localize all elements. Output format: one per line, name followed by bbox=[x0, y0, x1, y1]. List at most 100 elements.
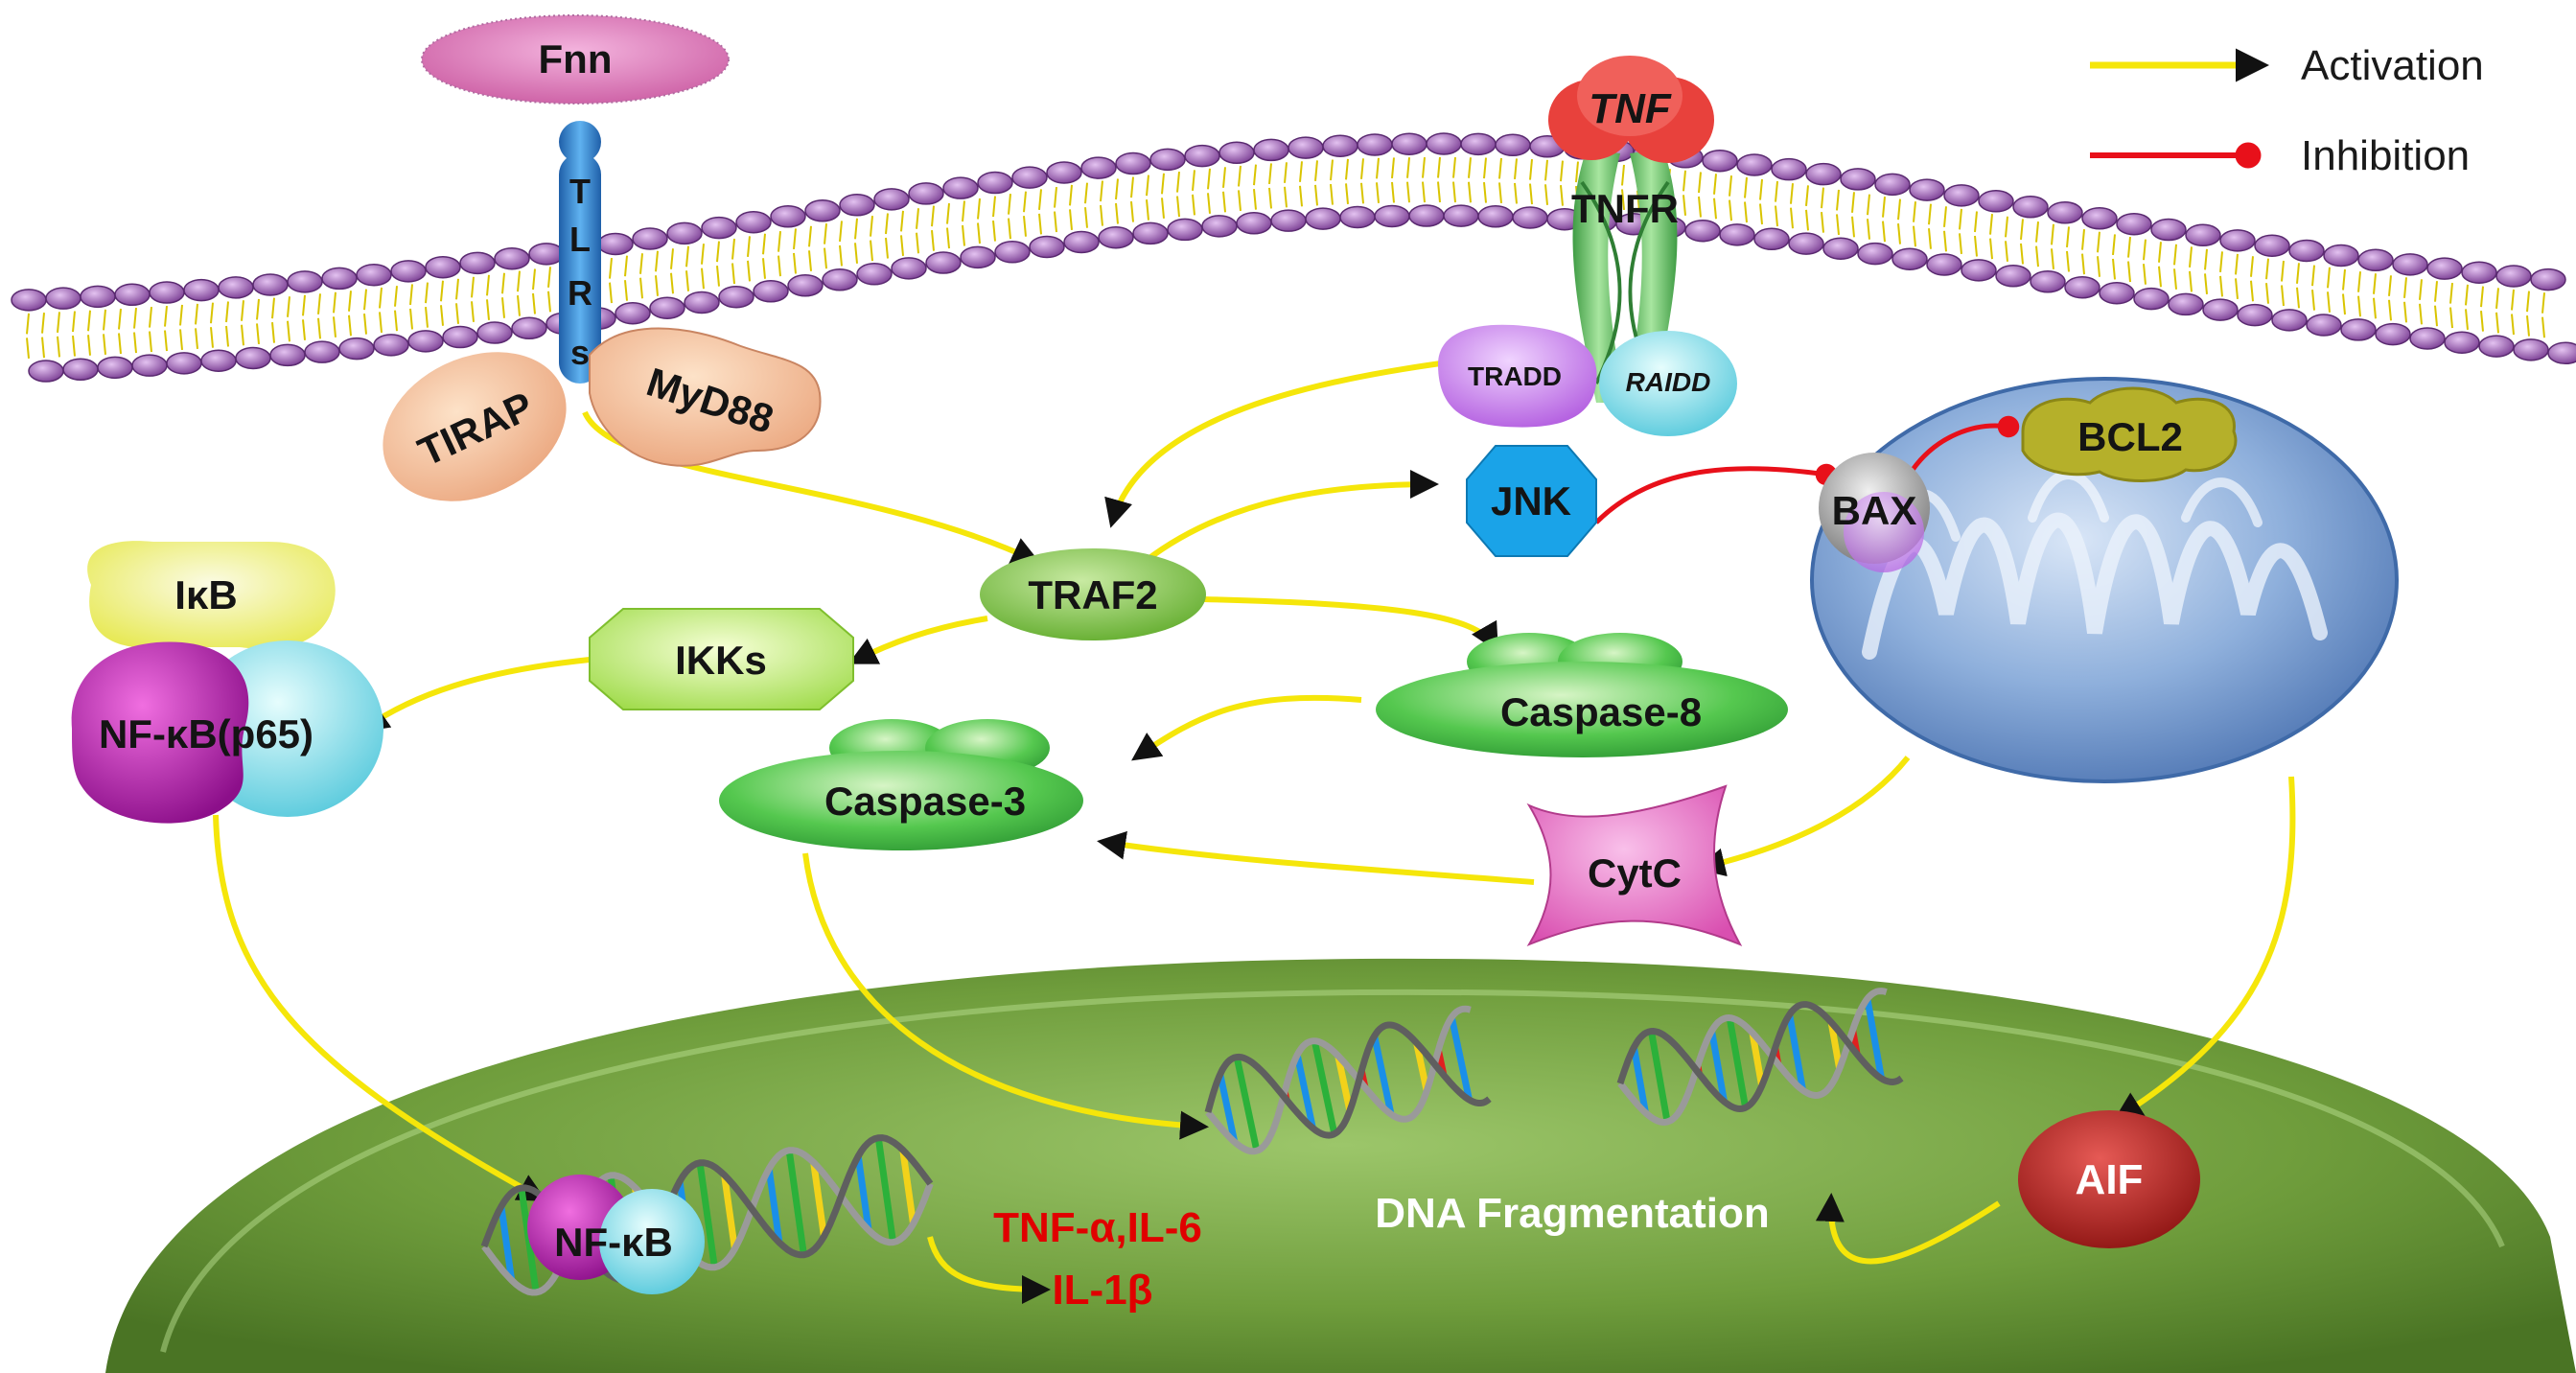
lipid-tail bbox=[2419, 279, 2423, 300]
dna-base-pair bbox=[1864, 998, 1885, 1080]
lipid-tail bbox=[1698, 172, 1702, 194]
lipid-head bbox=[649, 296, 685, 319]
lipid-head bbox=[200, 349, 237, 373]
dna-base-pair bbox=[785, 1150, 807, 1256]
arrow-dna-cytokines bbox=[927, 1236, 1051, 1304]
nucleus bbox=[105, 958, 2576, 1373]
lipid-tail bbox=[1913, 225, 1916, 247]
lipid-tail bbox=[471, 301, 475, 322]
legend-inhibition-label: Inhibition bbox=[2301, 132, 2470, 179]
lipid-tail bbox=[2127, 261, 2131, 283]
lipid-head bbox=[511, 316, 547, 340]
lipid-tail bbox=[1514, 182, 1518, 204]
lipid-tail bbox=[2265, 283, 2269, 304]
lipid-head bbox=[960, 245, 996, 269]
lipid-tail bbox=[41, 337, 45, 359]
lipid-tail bbox=[2541, 292, 2545, 314]
lipid-head bbox=[873, 188, 910, 211]
lipid-head bbox=[183, 278, 220, 302]
arrow-mito-cytc bbox=[1696, 756, 1911, 877]
lipid-tail bbox=[2158, 266, 2162, 288]
lipid-tail bbox=[1038, 189, 1042, 210]
cytokines-line1: TNF-α,IL-6 bbox=[993, 1204, 1202, 1251]
tnf-ligand: TNF bbox=[1548, 56, 1714, 163]
lipid-head bbox=[2133, 287, 2170, 311]
lipid-tail bbox=[2495, 288, 2499, 309]
tradd-protein: TRADD bbox=[1438, 324, 1597, 428]
lipid-tail bbox=[793, 228, 797, 250]
lipid-head bbox=[1443, 204, 1479, 227]
lipid-tail bbox=[72, 311, 76, 333]
lipid-tail bbox=[2127, 236, 2131, 258]
lipid-tail bbox=[1713, 174, 1717, 195]
nfkb-p65-label: NF-κB(p65) bbox=[99, 711, 313, 756]
lipid-tail bbox=[1115, 178, 1119, 200]
dna-base-pair bbox=[765, 1168, 783, 1244]
lipid-tail bbox=[777, 255, 781, 277]
lipid-tail bbox=[241, 324, 244, 346]
lipid-tail bbox=[2480, 286, 2484, 308]
lipid-tail bbox=[2020, 219, 2024, 241]
lipid-tail bbox=[2005, 216, 2008, 238]
lipid-tail bbox=[1360, 158, 1364, 179]
lipid-tail bbox=[609, 282, 613, 304]
lipid-tail bbox=[1452, 156, 1456, 178]
lipid-head bbox=[632, 227, 668, 250]
lipid-tail bbox=[363, 289, 367, 311]
lipid-head bbox=[425, 255, 461, 279]
lipid-head bbox=[2495, 265, 2532, 288]
lipid-tail bbox=[149, 306, 152, 328]
lipid-tail bbox=[731, 238, 735, 260]
lipid-head bbox=[2340, 318, 2377, 341]
lipid-tail bbox=[808, 225, 812, 247]
lipid-head bbox=[476, 321, 513, 344]
lipid-tail bbox=[1959, 233, 1962, 254]
lipid-tail bbox=[149, 331, 152, 353]
lipid-head bbox=[28, 360, 64, 383]
lipid-tail bbox=[624, 280, 628, 301]
lipid-head bbox=[2047, 201, 2083, 224]
lipid-tail bbox=[762, 258, 766, 279]
lipid-tail bbox=[317, 317, 321, 339]
lipid-tail bbox=[425, 307, 429, 328]
lipid-head bbox=[2185, 223, 2221, 247]
cytc-protein: CytC bbox=[1526, 784, 1743, 947]
legend-activation-label: Activation bbox=[2301, 42, 2484, 89]
lipid-tail bbox=[962, 224, 965, 246]
lipid-head bbox=[1305, 207, 1341, 230]
lipid-tail bbox=[455, 303, 459, 324]
lipid-tail bbox=[2189, 270, 2193, 292]
lipid-head bbox=[2168, 292, 2204, 316]
dna-fragmentation-label: DNA Fragmentation bbox=[1375, 1190, 1770, 1237]
lipid-tail bbox=[2265, 258, 2269, 280]
lipid-head bbox=[1184, 144, 1220, 168]
lipid-head bbox=[856, 263, 893, 286]
lipid-head bbox=[1995, 265, 2031, 288]
lipid-tail bbox=[2480, 311, 2484, 332]
lipid-head bbox=[2288, 239, 2325, 263]
bcl2-label: BCL2 bbox=[2077, 414, 2183, 459]
lipid-tail bbox=[486, 274, 490, 296]
lipid-tail bbox=[2373, 297, 2377, 319]
lipid-head bbox=[1288, 136, 1324, 159]
lipid-tail bbox=[1100, 204, 1103, 226]
lipid-tail bbox=[2081, 229, 2085, 250]
lipid-tail bbox=[2066, 250, 2070, 272]
dna-base-pair bbox=[1648, 1030, 1671, 1123]
lipid-tail bbox=[1790, 183, 1794, 204]
lipid-head bbox=[1149, 148, 1186, 172]
lipid-tail bbox=[317, 293, 321, 314]
lipid-tail bbox=[839, 221, 843, 243]
lipid-head bbox=[666, 221, 703, 245]
arrow-caspase8-caspase3 bbox=[1131, 694, 1362, 761]
lipid-tail bbox=[1437, 156, 1441, 178]
lipid-head bbox=[1753, 227, 1790, 251]
lipid-head bbox=[1374, 204, 1410, 228]
dna-base-pair bbox=[1334, 1055, 1354, 1112]
lipid-tail bbox=[1253, 189, 1257, 210]
fnn-bacterium: Fnn bbox=[421, 14, 730, 105]
lipid-tail bbox=[486, 299, 490, 320]
lipid-tail bbox=[26, 337, 30, 359]
lipid-head bbox=[2012, 196, 2049, 219]
